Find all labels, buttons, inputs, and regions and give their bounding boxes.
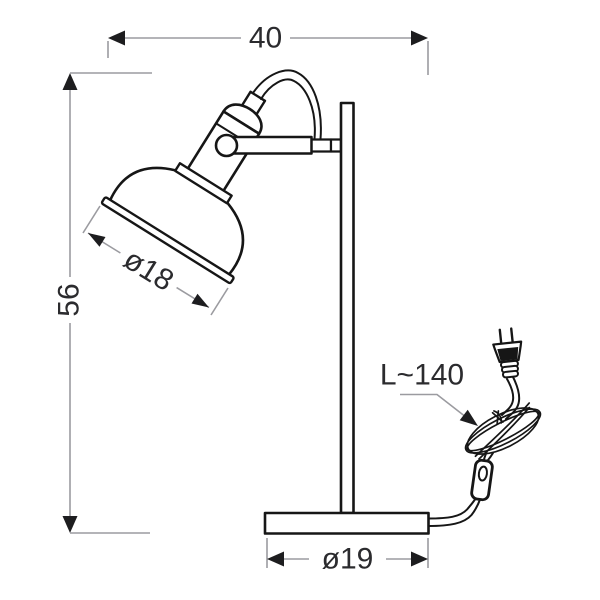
- coil-tie: [491, 410, 504, 425]
- cord-coil: [464, 402, 542, 460]
- pivot-joint: [214, 133, 239, 158]
- arrow-downright-icon: [191, 293, 209, 308]
- shade-diameter-label: ø18: [118, 243, 179, 298]
- arrow-leader-icon: [459, 409, 478, 426]
- arm-bar: [224, 135, 313, 155]
- width-dimension-label: 40: [249, 22, 282, 55]
- head-cable-inner: [260, 78, 316, 140]
- cable-length-callout: L~140: [380, 359, 478, 426]
- shade-ext-line-1: [82, 205, 101, 234]
- arrow-left-icon: [108, 30, 125, 46]
- inline-switch: [470, 458, 494, 502]
- head-cable-outer: [252, 69, 322, 140]
- plug-prong-left: [498, 328, 503, 346]
- shade-rim: [100, 196, 235, 285]
- base-cord-line2: [427, 498, 481, 527]
- lamp-pole: [339, 101, 355, 515]
- arrow-right-icon: [411, 30, 428, 46]
- lamp-arm: [214, 133, 343, 158]
- arrow-up-icon: [62, 73, 78, 90]
- cable-length-label: L~140: [380, 359, 464, 392]
- arrow-down-icon: [62, 516, 78, 533]
- arrow-upleft-icon: [88, 233, 106, 247]
- plug-prong-right: [510, 327, 514, 345]
- arm-connector-b: [329, 138, 343, 153]
- plug-cord-outer: [505, 376, 521, 420]
- callout-leader-line: [400, 393, 467, 419]
- head-cable-loop: [252, 69, 322, 140]
- base-diameter-label: ø19: [322, 543, 374, 576]
- coil-strand-2: [478, 406, 531, 460]
- dimension-width: 40: [107, 22, 429, 75]
- arm-connector-a: [309, 138, 333, 153]
- plug-cord-inner: [501, 378, 515, 416]
- shade-ext-line-2: [210, 287, 229, 316]
- arrow-right-icon: [411, 551, 428, 567]
- base-cord: [427, 496, 481, 527]
- lamp-base: [263, 511, 430, 535]
- plug-rib-3: [502, 369, 519, 379]
- plug-face: [497, 346, 519, 361]
- arrow-left-icon: [267, 551, 284, 567]
- socket-cap: [222, 103, 263, 136]
- coil-strand-1: [474, 402, 531, 458]
- height-dimension-label: 56: [53, 283, 86, 316]
- base-cord-line1: [427, 496, 478, 520]
- coil-loop-1: [466, 410, 540, 452]
- shade-collar: [173, 162, 233, 205]
- switch-button: [477, 465, 488, 482]
- dimension-base-diameter: ø19: [266, 538, 429, 576]
- dimension-height: 56: [53, 72, 152, 534]
- power-plug: [492, 327, 523, 379]
